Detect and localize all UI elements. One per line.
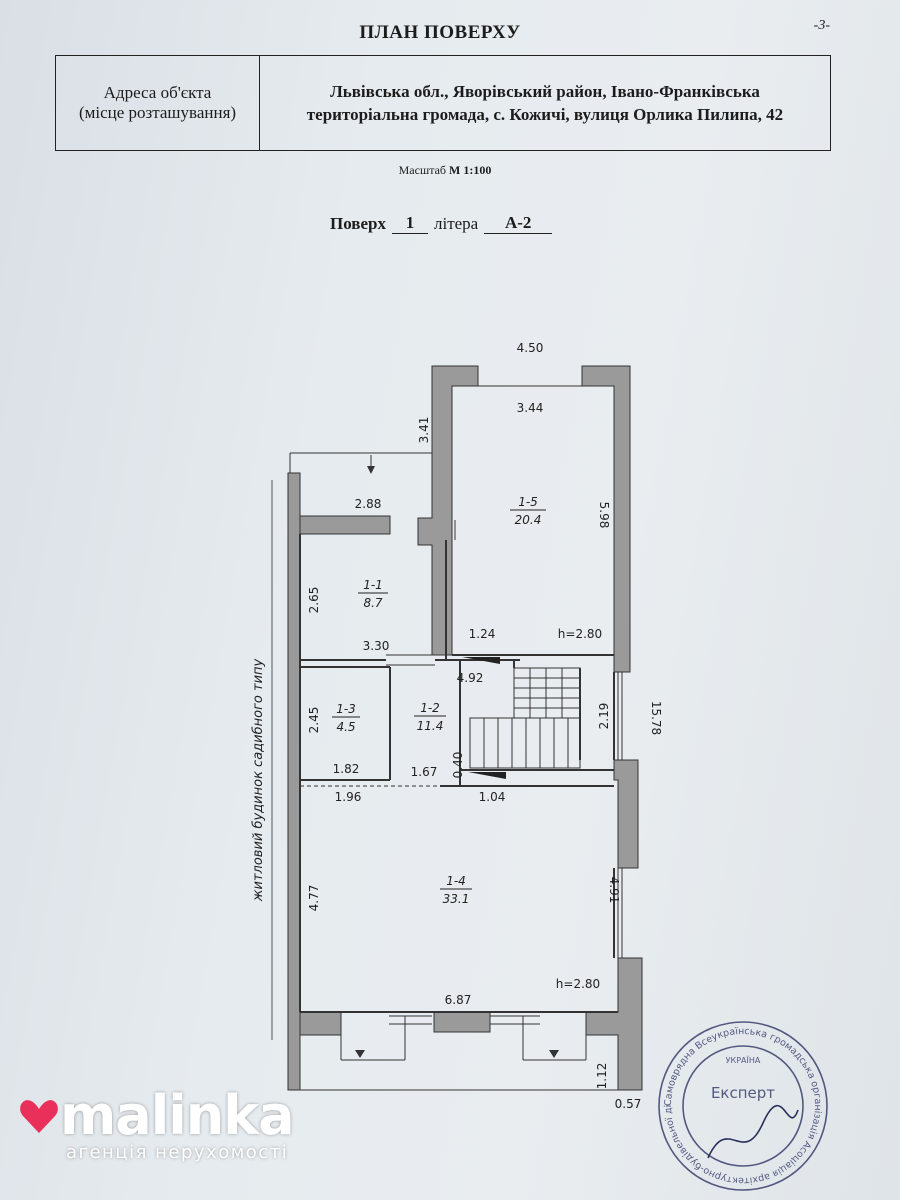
scale-line: Масштаб М 1:100 [0,163,890,178]
dim-room-1-5-height: 5.98 [597,502,611,529]
walls [287,365,643,1091]
dim-wall-gap: 0.40 [451,752,465,779]
letter-label: літера [433,214,479,233]
dim-room-1-1-width: 2.88 [355,497,382,511]
dim-room-1-4-width: 6.87 [445,993,472,1007]
dim-bottom-offset: 1.12 [595,1063,609,1090]
scale-value: М 1:100 [449,163,492,177]
scale-label: Масштаб [398,163,447,177]
expert-stamp: Самоврядна Всеукраїнська громадська орга… [648,1018,828,1191]
arrow-marks [355,466,559,1058]
dim-room-1-3-height: 2.45 [307,707,321,734]
dim-room-1-1-height: 2.65 [307,587,321,614]
dim-corridor-width: 1.67 [411,765,438,779]
dim-room-1-1-bottom: 3.30 [363,639,390,653]
floor-number: 1 [391,213,428,234]
neighbour-label: житловий будинок садибного типу [251,658,266,902]
address-label-line2: (місце розташування) [78,103,237,122]
room-1-1-area: 8.7 [363,596,382,610]
dim-room-1-4-height-left: 4.77 [307,885,321,912]
room-1-2-area: 11.4 [417,719,444,733]
stair-markers [462,657,506,779]
agency-logo: malinka агенція нерухомості [18,1084,295,1163]
logo-subtitle: агенція нерухомості [66,1142,289,1163]
address-label-line1: Адреса об'єкта [103,83,212,102]
dim-stair-height: 2.19 [597,703,611,730]
heart-icon [20,1100,58,1133]
dim-height-upper: h=2.80 [558,627,602,641]
dim-stair-gap: 1.24 [469,627,496,641]
room-1-5-id: 1-5 [518,495,538,509]
room-1-1-id: 1-1 [363,578,383,592]
dim-room-1-4-left: 1.96 [335,790,362,804]
dim-stair-width: 4.92 [457,671,484,685]
room-1-3-id: 1-3 [336,702,356,716]
room-1-2-id: 1-2 [420,701,440,715]
dim-height-lower: h=2.80 [556,977,600,991]
letter-value: А-2 [484,213,553,234]
room-1-5-area: 20.4 [515,513,542,527]
stamp-center-word: Експерт [711,1084,775,1102]
dim-top-inner: 3.44 [517,401,544,415]
stamp-ring-text: Самоврядна Всеукраїнська громадська орга… [648,1018,823,1186]
stamp-country: УКРАЇНА [726,1055,761,1065]
partitions [299,534,618,1013]
address-value-cell: Львівська обл., Яворівський район, Івано… [260,56,830,150]
address-table: Адреса об'єкта (місце розташування) Льві… [55,55,831,151]
page-number: -3- [813,18,830,33]
dim-room-1-4-stub: 1.04 [479,790,506,804]
dim-room-1-3-width: 1.82 [333,762,360,776]
dim-left-offset: 3.41 [417,417,431,444]
address-value-line2: територіальна громада, с. Кожичі, вулиця… [306,105,784,124]
room-1-3-area: 4.5 [336,720,355,734]
dim-total-length: 15.78 [649,701,663,735]
address-value-line1: Львівська обл., Яворівський район, Івано… [330,82,760,101]
sheet-title: ПЛАН ПОВЕРХУ [359,22,521,43]
floor-line: Поверх 1 літера А-2 [330,213,553,234]
dim-wall-thickness: 0.57 [615,1097,642,1111]
room-1-4-area: 33.1 [443,892,470,906]
dim-top-outer: 4.50 [517,341,544,355]
svg-text:Самоврядна Всеукраїнська грома: Самоврядна Всеукраїнська громадська орга… [648,1018,823,1186]
floor-label: Поверх [330,214,386,233]
room-1-4-id: 1-4 [446,874,466,888]
address-label-cell: Адреса об'єкта (місце розташування) [56,56,260,150]
dim-room-1-4-height-right: 4.91 [607,877,621,904]
signature-scribble [707,1105,799,1159]
logo-word: malinka [60,1084,295,1147]
staircase [469,667,581,769]
